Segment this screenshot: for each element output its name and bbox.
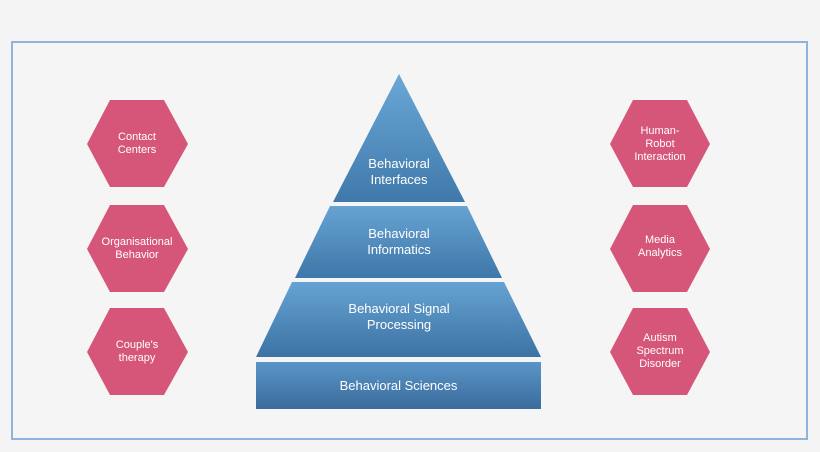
layer-label-sciences: Behavioral Sciences [339,378,458,393]
hexagon-couples-therapy [87,308,188,395]
hexagon-contact-centers [87,100,188,187]
hexagon-label-media-analytics: Media Analytics [637,234,683,259]
hexagon-label-contact-centers: Contact Centers [117,131,157,156]
hexagon-label-couples-therapy: Couple's therapy [115,339,159,364]
hexagon-human-robot-interaction [610,100,710,187]
hexagon-organisational-behavior [87,205,188,292]
hexagon-label-autism-spectrum-disorder: Autism Spectrum Disorder [636,331,684,370]
pyramid-layer-sciences [256,362,541,409]
pyramid-layer-informatics [295,206,502,278]
hexagon-autism-spectrum-disorder [610,308,710,395]
hexagon-label-human-robot-interaction: Human- Robot Interaction [634,124,686,163]
hexagon-media-analytics [610,205,710,292]
pyramid-layer-signal-processing [256,282,541,357]
pyramid-layer-interfaces [333,74,465,202]
layer-label-informatics: Behavioral Informatics [367,226,431,257]
hexagon-label-organisational-behavior: Organisational Behavior [101,236,173,261]
layer-label-signal-processing: Behavioral Signal Processing [348,301,450,332]
layer-label-interfaces: Behavioral Interfaces [368,156,430,187]
